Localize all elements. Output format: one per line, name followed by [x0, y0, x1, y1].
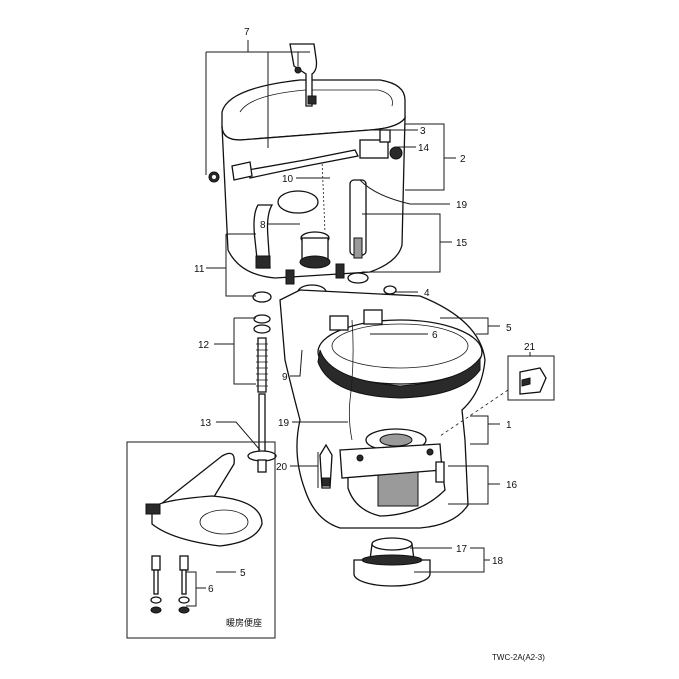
label-1: 1 [506, 420, 512, 431]
label-11: 11 [194, 264, 205, 275]
part-number-labels: 7 3 14 2 10 19 8 15 11 4 5 6 12 21 9 13 … [194, 27, 545, 662]
label-19-top: 19 [456, 200, 468, 211]
bowl [279, 289, 486, 529]
part-21-box [439, 355, 555, 437]
label-17: 17 [456, 544, 468, 555]
label-21: 21 [524, 342, 536, 353]
label-19-lower: 19 [278, 418, 290, 429]
label-10: 10 [282, 174, 294, 185]
label-13: 13 [200, 418, 212, 429]
tank [208, 43, 406, 305]
label-6-inset: 6 [208, 584, 214, 595]
leader-lines [186, 40, 531, 607]
drawing-code: TWC-2A(A2-3) [492, 653, 545, 662]
label-5: 5 [506, 323, 512, 334]
heated-seat-inset [126, 441, 276, 639]
label-6: 6 [432, 330, 438, 341]
label-9: 9 [282, 372, 288, 383]
label-14: 14 [418, 143, 430, 154]
label-8: 8 [260, 220, 266, 231]
label-18: 18 [492, 556, 504, 567]
label-12: 12 [198, 340, 210, 351]
label-4: 4 [424, 288, 430, 299]
label-16: 16 [506, 480, 518, 491]
label-15: 15 [456, 238, 468, 249]
label-5-inset: 5 [240, 568, 246, 579]
floor-flange [353, 537, 431, 587]
label-20: 20 [276, 462, 288, 473]
label-3: 3 [420, 126, 426, 137]
label-2: 2 [460, 154, 466, 165]
inset-caption: 暖房便座 [226, 617, 262, 629]
label-7: 7 [244, 27, 250, 38]
loose-parts [247, 314, 277, 473]
